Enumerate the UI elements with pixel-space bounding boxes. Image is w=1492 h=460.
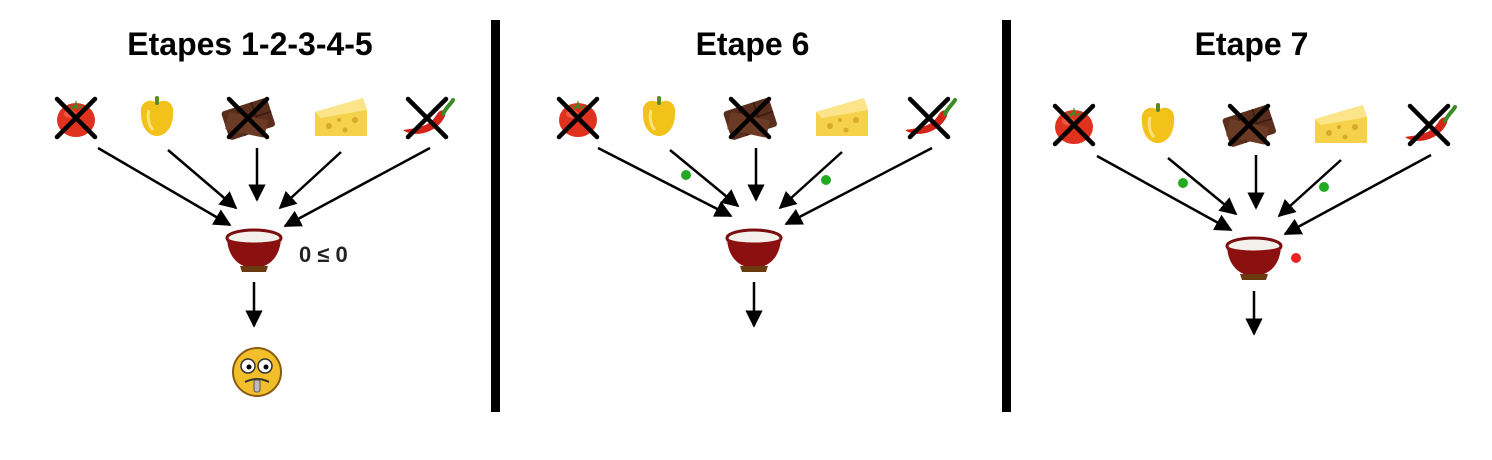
green-dot — [821, 175, 831, 185]
panel-1: Etapes 1-2-3-4-5 0 ≤ 0 — [0, 0, 500, 460]
divider — [491, 20, 500, 412]
arrow — [1167, 157, 1238, 216]
bowl-icon — [725, 228, 783, 274]
diagram — [1011, 101, 1457, 336]
diagram — [500, 94, 957, 328]
cheese-icon — [816, 98, 868, 136]
green-dot — [1319, 182, 1329, 192]
arrow — [1096, 154, 1233, 232]
bowl-icon — [1225, 236, 1283, 282]
diagram: 0 ≤ 0 — [0, 94, 455, 397]
arrow — [597, 146, 733, 218]
arrow — [97, 146, 232, 227]
panel-3: Etape 7 — [1011, 0, 1492, 460]
cheese-icon — [1315, 105, 1367, 143]
yellow-pepper-icon — [641, 94, 677, 138]
panel-2: Etape 6 — [500, 0, 1005, 460]
arrow — [1283, 153, 1432, 236]
yellow-pepper-icon — [139, 94, 175, 138]
red-dot — [1291, 253, 1301, 263]
comparison-label: 0 ≤ 0 — [299, 242, 348, 267]
green-dot — [1178, 178, 1188, 188]
panel-title: Etape 6 — [695, 26, 810, 62]
green-dot — [681, 170, 691, 180]
panel-title: Etapes 1-2-3-4-5 — [127, 26, 373, 62]
divider — [1002, 20, 1011, 412]
arrow — [784, 146, 933, 226]
arrow — [669, 149, 740, 208]
panel-title: Etape 7 — [1194, 26, 1309, 62]
yellow-pepper-icon — [1140, 101, 1176, 145]
arrow — [1277, 159, 1342, 218]
arrow — [278, 151, 342, 210]
cheese-icon — [315, 98, 367, 136]
arrow — [283, 146, 431, 228]
worried-face-icon — [232, 347, 282, 397]
bowl-icon — [225, 228, 283, 274]
arrow — [167, 149, 238, 210]
arrow — [778, 151, 843, 210]
